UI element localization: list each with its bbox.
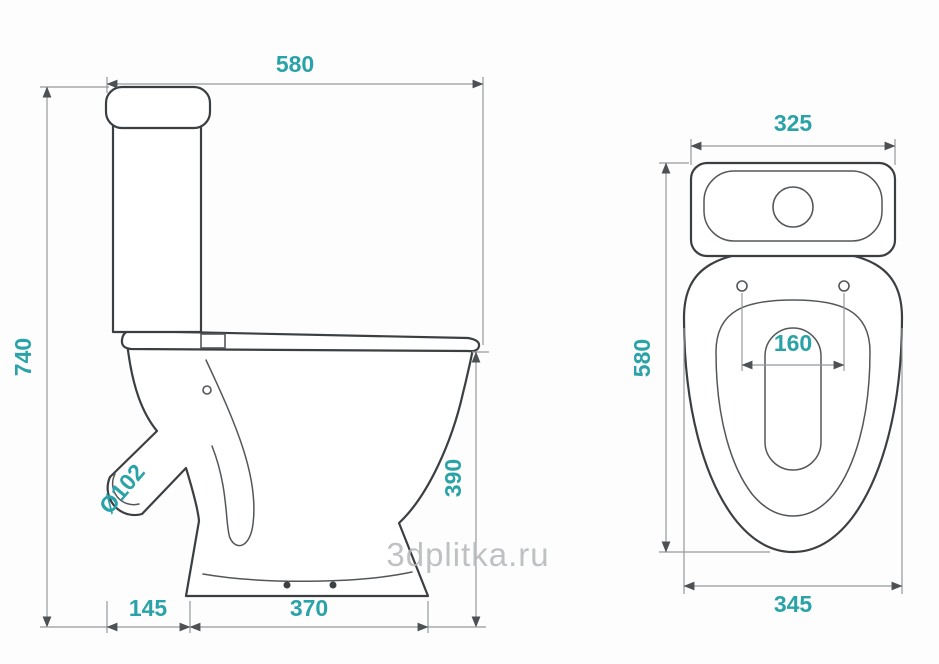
- seat-profile: [120, 329, 481, 353]
- dim-label-overall-depth: 580: [629, 339, 655, 377]
- dim-label-rim-height: 390: [440, 459, 466, 497]
- dim-label-base-length: 370: [290, 595, 328, 621]
- watermark: 3dplitka.ru: [386, 536, 549, 573]
- outlet-pipe-face: [111, 473, 140, 506]
- dim-label-bowl-width: 345: [774, 591, 813, 617]
- trapway-curve: [205, 359, 255, 547]
- dim-label-overall-width: 580: [276, 51, 314, 77]
- dim-side-base: 145 370: [40, 595, 486, 633]
- dim-top-hinge-spacing: 160: [741, 293, 845, 371]
- bowl-rim-outline: [682, 248, 904, 554]
- fixing-bolt-dot: [283, 581, 291, 589]
- dim-side-rim-height: 390: [440, 351, 489, 628]
- dim-side-overall-width: 580: [106, 51, 484, 345]
- cistern-lid: [104, 85, 212, 130]
- flush-valve-detail: [200, 333, 226, 349]
- seat-hinge-hole-left: [736, 280, 748, 292]
- seat-hinge-bolt: [202, 385, 212, 395]
- dim-top-bowl-width: 345: [683, 328, 903, 617]
- bowl-pedestal-outline: [106, 340, 476, 598]
- dim-label-back-offset: 145: [129, 595, 168, 621]
- dim-label-cistern-width: 325: [774, 110, 813, 136]
- dim-label-overall-height: 740: [10, 338, 36, 376]
- seat-hinge-hole-right: [838, 280, 850, 292]
- dim-label-hinge-spacing: 160: [774, 330, 812, 356]
- bowl-well: [764, 327, 822, 471]
- dim-side-overall-height: 740: [10, 86, 109, 628]
- side-view: 580 740 390 Ø102 145 370: [10, 51, 489, 633]
- fixing-bolt-dot: [329, 581, 337, 589]
- dim-top-overall-depth: 580: [629, 162, 770, 553]
- top-view: 325 580 160 345: [629, 110, 904, 617]
- base-inner-line: [202, 571, 413, 583]
- cistern-lid-contour: [703, 170, 883, 242]
- seat-inner-rim: [715, 299, 871, 517]
- cistern-body: [111, 124, 203, 334]
- dim-top-cistern-width: 325: [690, 110, 896, 165]
- flush-button: [772, 186, 814, 228]
